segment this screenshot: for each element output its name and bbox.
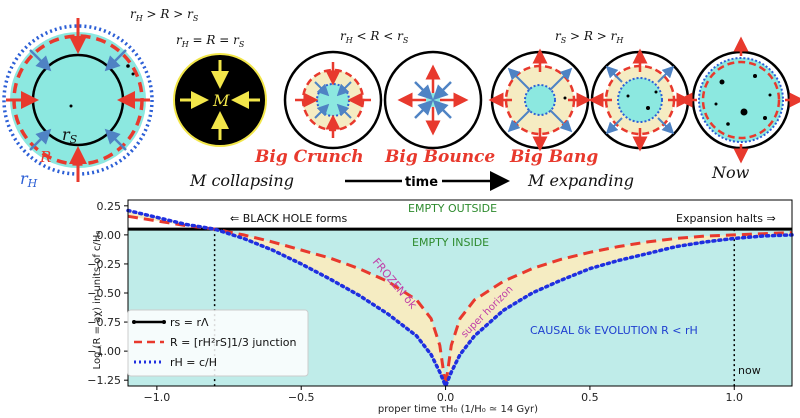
empty-inside-label: EMPTY INSIDE	[412, 236, 489, 249]
black-hole-annotation: ⇐ BLACK HOLE forms	[230, 212, 348, 225]
y-tick-label-1: 0.00	[97, 229, 122, 242]
y-tick-label-6: −1.25	[87, 374, 121, 387]
big-crunch-circle	[283, 50, 383, 150]
x-tick-label-3: 0.5	[581, 391, 599, 404]
mass-label: M	[212, 91, 230, 110]
now-marker-label: now	[738, 364, 761, 377]
expansion-halts-annotation: Expansion halts ⇒	[676, 212, 776, 225]
series-line-rH	[126, 208, 794, 391]
y-tick-label-4: −0.75	[87, 316, 121, 329]
series-line-R	[127, 214, 793, 387]
big-circle-diagram: rS R rH	[2, 18, 154, 190]
condition-1: rH > R > rS	[130, 7, 199, 23]
y-tick-label-2: −0.25	[87, 258, 121, 271]
condition-4: rS > R > rH	[555, 29, 624, 45]
R-label: R	[39, 148, 51, 166]
y-tick-label-3: −0.50	[87, 287, 121, 300]
y-tick-label-0: 0.25	[97, 200, 122, 213]
big-bang-circle	[488, 48, 592, 152]
x-axis-label: proper time τH₀ (1/H₀ ≃ 14 Gyr)	[378, 404, 538, 415]
big-bounce-label: Big Bounce	[384, 147, 495, 167]
time-label: time	[405, 175, 438, 190]
empty-outside-label: EMPTY OUTSIDE	[408, 202, 497, 215]
legend-label-R: R = [rH²rS]1/3 junction	[170, 336, 296, 349]
condition-2: rH = R = rS	[176, 33, 245, 49]
m-expanding-label: M expanding	[527, 171, 634, 190]
big-bang-label: Big Bang	[509, 147, 598, 167]
x-tick-label-4: 1.0	[726, 391, 744, 404]
x-tick-label-1: −0.5	[288, 391, 315, 404]
m-collapsing-label: M collapsing	[189, 171, 294, 190]
x-tick-label-2: 0.0	[437, 391, 455, 404]
big-crunch-label: Big Crunch	[254, 147, 364, 167]
rH-label: rH	[20, 169, 38, 190]
expanding-circle	[588, 48, 692, 152]
condition-3: rH < R < rS	[340, 29, 409, 45]
legend-label-rH: rH = c/H	[170, 356, 217, 369]
legend-label-rs: rs = rΛ	[170, 316, 209, 329]
now-circle	[677, 36, 800, 164]
frozen-region	[128, 210, 792, 386]
x-tick-label-0: −1.0	[144, 391, 171, 404]
causal-label: CAUSAL δk EVOLUTION R < rH	[530, 324, 698, 337]
now-label: Now	[711, 163, 750, 182]
legend: rs = rΛ R = [rH²rS]1/3 junction rH = c/H	[127, 309, 309, 377]
y-axis-label: Log (R = aχ) in units of c/H₀	[92, 231, 103, 370]
y-tick-label-5: −1.00	[87, 345, 121, 358]
black-hole-circle: M	[173, 53, 267, 147]
big-bounce-circle	[383, 50, 483, 150]
